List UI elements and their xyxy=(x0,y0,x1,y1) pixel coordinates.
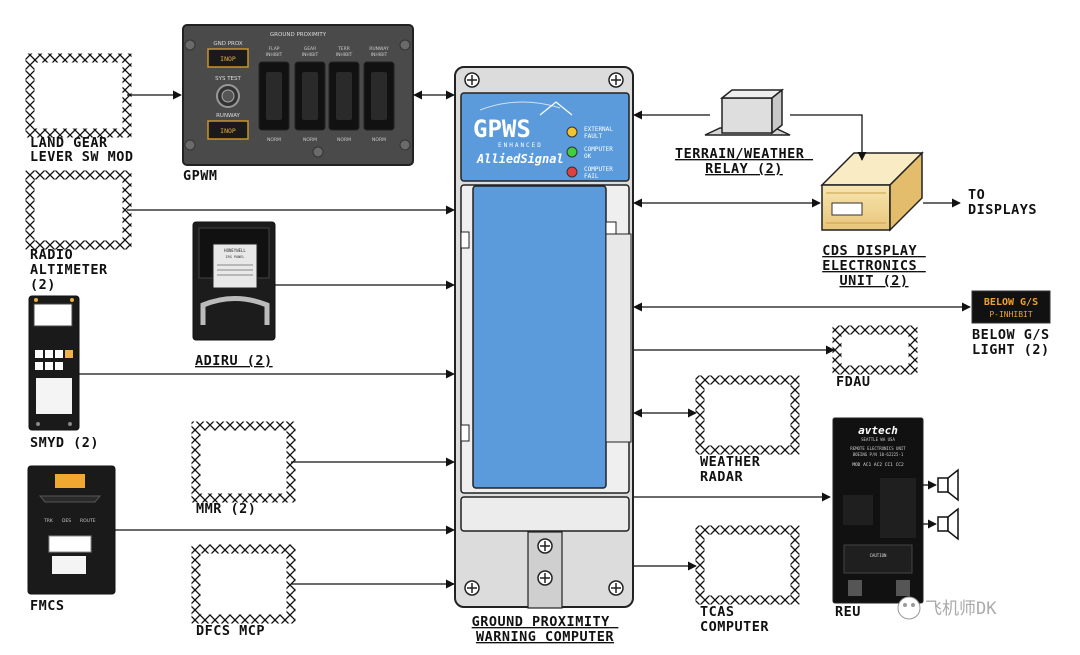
reu-line-1: REMOTE ELECTRONICS UNIT xyxy=(850,446,906,451)
fdau-label: FDAU xyxy=(836,374,871,390)
alliedsignal-logo: AlliedSignal xyxy=(476,152,564,166)
connection-lines xyxy=(79,90,971,589)
switch-gear-sub: INHIBIT xyxy=(302,52,319,58)
cds-unit xyxy=(820,151,924,232)
avtech-logo: avtech xyxy=(858,424,898,437)
reu-unit: avtech SEATTLE WA USA REMOTE ELECTRONICS… xyxy=(832,417,924,604)
fdau-box xyxy=(832,325,918,375)
switch-runway-sub: INHIBIT xyxy=(371,52,388,58)
watermark-text: 飞机师DK xyxy=(925,599,997,619)
radio-altimeter-label: RADIO ALTIMETER (2) xyxy=(30,247,116,293)
runway-inop-text: INOP xyxy=(220,127,236,135)
reu-line-2: BOEING P/N 10-62225-1 xyxy=(853,452,904,457)
cds-label: CDS DISPLAY ELECTRONICS UNIT (2) xyxy=(822,243,926,289)
gnd-prox-inop-text: INOP xyxy=(220,55,236,63)
computer-fail-label: COMPUTER xyxy=(584,166,613,173)
avtech-sub: SEATTLE WA USA xyxy=(861,437,895,442)
weather-radar-box xyxy=(695,375,800,455)
below-gs-light-label: BELOW G/S LIGHT (2) xyxy=(972,327,1058,358)
below-gs-sign-text: BELOW G/S xyxy=(984,297,1038,308)
switch-flap-sub: INHIBIT xyxy=(266,52,283,58)
external-fault-light xyxy=(566,126,578,138)
computer-ok-label: COMPUTER xyxy=(584,146,613,153)
switch-gear-label: GEAR xyxy=(304,46,317,52)
reu-line-3: MOD AC1 AC2 CC1 CC2 xyxy=(852,462,904,468)
norm-label-2: NORM xyxy=(303,137,317,143)
gpws-logo: GPWS xyxy=(473,115,531,143)
runway-inop-light xyxy=(207,120,249,140)
norm-label-4: NORM xyxy=(372,137,386,143)
gpwc-label: GROUND PROXIMITY WARNING COMPUTER xyxy=(472,614,619,645)
speaker-icon-1 xyxy=(937,468,959,502)
gpwm-title: GROUND PROXIMITY xyxy=(270,32,327,38)
dfcs-mcp-box xyxy=(191,544,296,624)
fmcs-unit: TRK DES ROUTE xyxy=(27,465,116,595)
adiru-unit: HONEYWELL IRS PANEL xyxy=(192,221,276,341)
mmr-label: MMR (2) xyxy=(196,501,256,517)
inhibit-switches: FLAP INHIBIT GEAR INHIBIT TERR INHIBIT R… xyxy=(258,46,395,143)
weather-radar-label: WEATHER RADAR xyxy=(700,454,769,485)
gpwm-panel: GROUND PROXIMITY GND PROX INOP SYS TEST … xyxy=(182,24,414,166)
dfcs-mcp-label: DFCS MCP xyxy=(196,623,265,639)
p-inhibit-text: P-INHIBIT xyxy=(989,310,1033,319)
norm-label-1: NORM xyxy=(267,137,281,143)
external-fault-label-2: FAULT xyxy=(584,133,602,140)
reu-caution: CAUTION xyxy=(870,553,887,558)
terrain-relay-label: TERRAIN/WEATHER RELAY (2) xyxy=(675,146,813,177)
computer-ok-light xyxy=(566,146,578,158)
fmcs-key-3: ROUTE xyxy=(80,518,96,524)
switch-runway-label: RUNWAY xyxy=(369,46,389,52)
speaker-icon-2 xyxy=(937,507,959,541)
runway-label: RUNWAY xyxy=(216,113,240,119)
sys-test-label: SYS TEST xyxy=(215,76,241,82)
gpws-sub: ENHANCED xyxy=(498,142,543,149)
gnd-prox-inop-light xyxy=(207,48,249,68)
norm-label-3: NORM xyxy=(337,137,351,143)
below-gs-sign: BELOW G/S P-INHIBIT xyxy=(971,290,1051,324)
land-gear-box xyxy=(25,53,132,138)
land-gear-label: LAND GEAR LEVER SW MOD xyxy=(30,135,134,165)
gpwc-face xyxy=(472,185,607,489)
terrain-weather-relay xyxy=(704,88,791,136)
computer-fail-label-2: FAIL xyxy=(584,173,599,180)
tcas-box xyxy=(695,525,800,605)
smyd-unit xyxy=(28,295,80,431)
gpwm-label: GPWM xyxy=(183,168,218,184)
to-displays-label: TO DISPLAYS xyxy=(968,187,1037,218)
tcas-label: TCAS COMPUTER xyxy=(700,604,769,635)
fmcs-key-2: DES xyxy=(62,518,71,524)
gpwc-brand-panel xyxy=(460,92,630,182)
gnd-prox-label: GND PROX xyxy=(213,41,242,47)
adiru-sub: IRS PANEL xyxy=(226,255,245,259)
switch-terr-sub: INHIBIT xyxy=(336,52,353,58)
computer-ok-label-2: OK xyxy=(584,153,592,160)
fmcs-label: FMCS xyxy=(30,598,65,614)
computer-fail-light xyxy=(566,166,578,178)
switch-terr-label: TERR xyxy=(337,46,350,52)
fmcs-key-1: TRK xyxy=(43,518,54,524)
adiru-label: ADIRU (2) xyxy=(195,353,273,369)
radio-altimeter-box xyxy=(25,170,132,250)
adiru-brand: HONEYWELL xyxy=(224,248,246,253)
switch-flap-label: FLAP xyxy=(269,46,280,52)
smyd-label: SMYD (2) xyxy=(30,435,99,451)
reu-label: REU xyxy=(835,604,861,620)
external-fault-label: EXTERNAL xyxy=(584,126,613,133)
gpwc-unit: GPWS ENHANCED AlliedSignal EXTERNAL FAUL… xyxy=(454,66,634,609)
mmr-box xyxy=(191,421,296,503)
watermark: 飞机师DK xyxy=(897,596,997,620)
